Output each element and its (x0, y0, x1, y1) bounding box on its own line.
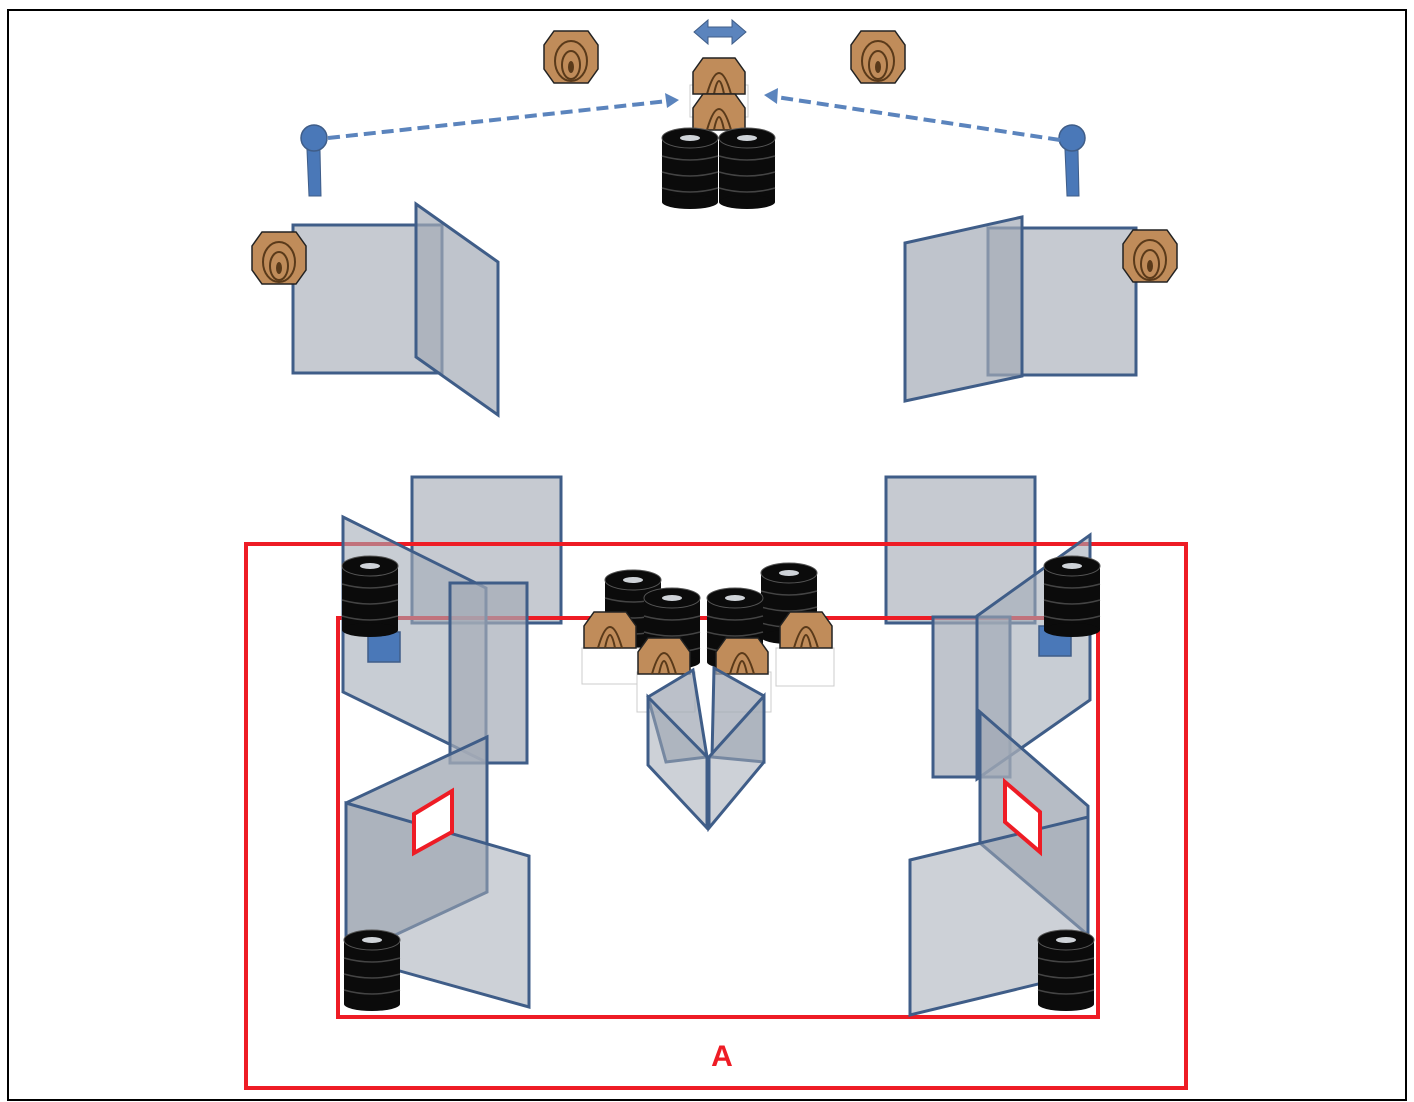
center-target-array (581, 562, 835, 713)
barrel-a-upper-left (341, 555, 399, 638)
sight-line-right (764, 88, 1061, 142)
area-outer-boundary (244, 542, 1188, 1090)
barrel-a-upper-right (1043, 555, 1101, 638)
target-top-right (850, 30, 906, 84)
barrel-a-lower-left (343, 929, 401, 1012)
page-frame (7, 9, 1407, 1101)
shooting-position-marker-icon (300, 124, 328, 197)
shooting-position-marker-icon (1058, 124, 1086, 197)
wall-top-right (903, 215, 1138, 403)
center-v-wall (646, 665, 766, 833)
area-label: A (711, 1040, 733, 1073)
wall-top-left (291, 201, 500, 418)
sight-line-left (327, 93, 679, 140)
barrel-top-1 (661, 127, 719, 210)
double-arrow-icon (693, 18, 747, 46)
target-wall-left (251, 231, 307, 285)
port-window-icon (1003, 777, 1042, 857)
port-window-icon (412, 787, 454, 857)
moving-target-stack (689, 57, 749, 131)
barrel-a-lower-right (1037, 929, 1095, 1012)
target-top-left (543, 30, 599, 84)
target-wall-right (1122, 229, 1178, 283)
barrel-top-2 (718, 127, 776, 210)
